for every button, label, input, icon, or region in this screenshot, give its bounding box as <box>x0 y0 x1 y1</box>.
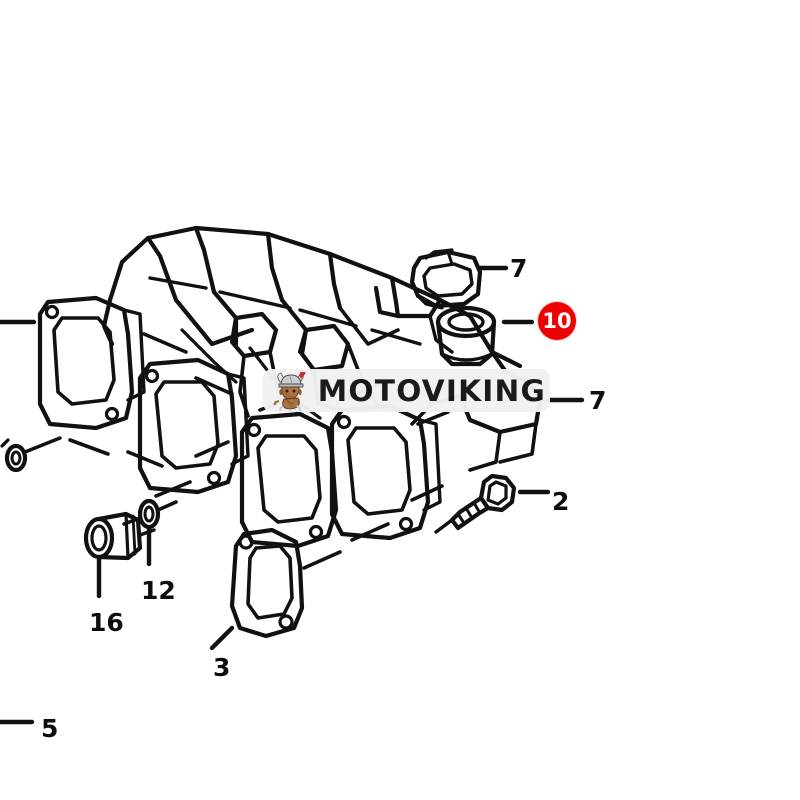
part-plug-16 <box>83 511 156 561</box>
part-small-ring-left <box>0 436 62 473</box>
callout-label-3: 3 <box>213 653 231 682</box>
callout-label-2: 2 <box>552 487 570 516</box>
manifold-port-flange-upper-right <box>137 357 250 495</box>
part-hex-bolt-2 <box>434 473 517 534</box>
manifold-port-flange-lower-right <box>329 403 442 541</box>
viking-dog-logo-icon <box>270 370 316 413</box>
manifold-body-outline <box>101 225 473 347</box>
leader-lines <box>0 265 585 725</box>
part-manifold-gasket-3 <box>229 527 305 639</box>
callout-badge-10: 10 <box>538 302 576 340</box>
leader-3 <box>209 625 235 651</box>
manifold-port-flange-lower-middle <box>239 411 339 549</box>
watermark-text: MOTOVIKING <box>317 373 546 408</box>
callout-label-5: 5 <box>41 714 59 743</box>
part-washer-12 <box>122 498 178 530</box>
callout-label-12: 12 <box>141 576 176 605</box>
part-bushing-sleeve-10 <box>435 305 497 367</box>
callout-label-16: 16 <box>89 608 124 637</box>
callout-label-7-top: 7 <box>510 254 528 283</box>
assembly-alignment-dashes <box>68 332 450 570</box>
manifold-port-flange-upper-left <box>37 295 146 431</box>
watermark: MOTOVIKING <box>263 369 550 413</box>
callout-label-7-right: 7 <box>589 386 607 415</box>
part-sealing-ring-7-top <box>409 248 483 310</box>
